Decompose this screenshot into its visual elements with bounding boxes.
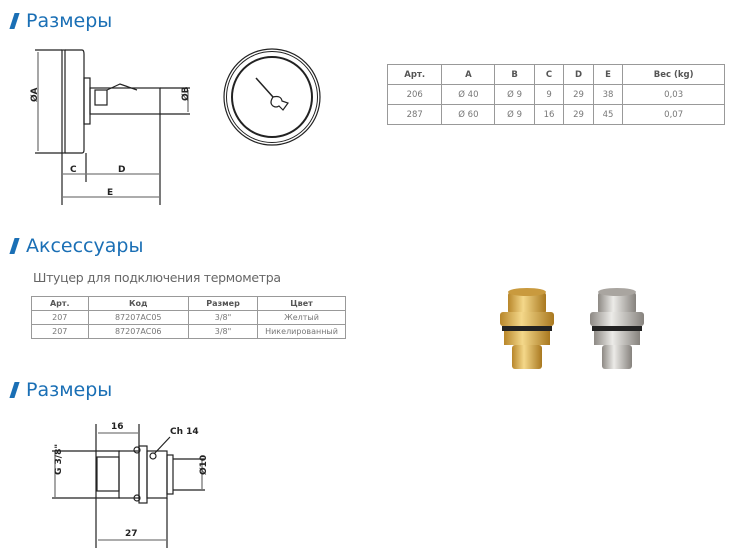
- accessory-subtitle: Штуцер для подключения термометра: [33, 270, 281, 285]
- col-a: A: [441, 64, 496, 85]
- label-dia-a: ØA: [29, 88, 40, 102]
- label-d: D: [118, 165, 125, 175]
- cell: Ø 9: [494, 104, 535, 125]
- cell: 207: [31, 324, 89, 339]
- heading-bar-icon: [9, 382, 20, 398]
- cell: 29: [563, 104, 594, 125]
- col-d: D: [563, 64, 594, 85]
- label-length-16: 16: [111, 422, 124, 432]
- dimensions-table: Арт. A B C D E Вес (kg) 206 Ø 40 Ø 9 9 2…: [386, 64, 725, 125]
- section-heading-accessories: Аксессуары: [9, 235, 144, 257]
- col-art: Арт.: [386, 64, 443, 85]
- table-row: 207 87207AC06 3/8" Никелированный: [31, 324, 346, 339]
- table-row: 206 Ø 40 Ø 9 9 29 38 0,03: [386, 84, 725, 105]
- col-art: Арт.: [31, 296, 89, 311]
- section-heading-dimensions-2: Размеры: [9, 379, 113, 401]
- section-heading-dimensions: Размеры: [9, 10, 113, 32]
- label-e: E: [107, 188, 113, 198]
- table-row: 287 Ø 60 Ø 9 16 29 45 0,07: [386, 104, 725, 125]
- label-dia-b: ØB: [180, 86, 191, 101]
- table-header-row: Арт. Код Размер Цвет: [31, 296, 346, 311]
- cell: 29: [563, 84, 594, 105]
- cell: 38: [592, 84, 624, 105]
- label-hex-ch14: Ch 14: [170, 427, 199, 437]
- cell: Желтый: [257, 310, 346, 325]
- label-length-27: 27: [125, 529, 138, 539]
- cell: Ø 9: [494, 84, 535, 105]
- brass-fitting-image: [500, 288, 554, 369]
- gauge-front-drawing: [223, 48, 321, 146]
- cell: Ø 40: [441, 84, 496, 105]
- heading-bar-icon: [9, 238, 20, 254]
- fitting-drawing: 16 Ch 14 G 3/8" Ø10 27: [52, 422, 209, 548]
- cell: 16: [533, 104, 565, 125]
- col-color: Цвет: [257, 296, 346, 311]
- label-dia-10: Ø10: [198, 455, 209, 475]
- col-e: E: [592, 64, 624, 85]
- heading-text: Размеры: [26, 379, 113, 401]
- label-c: C: [70, 165, 77, 175]
- cell: 0,03: [622, 84, 725, 105]
- cell: 207: [31, 310, 89, 325]
- heading-bar-icon: [9, 13, 20, 29]
- label-thread: G 3/8": [54, 444, 64, 475]
- col-c: C: [533, 64, 565, 85]
- cell: 287: [386, 104, 443, 125]
- heading-text: Размеры: [26, 10, 113, 32]
- cell: 206: [386, 84, 443, 105]
- cell: 3/8": [187, 310, 259, 325]
- table-row: 207 87207AC05 3/8" Желтый: [31, 310, 346, 325]
- cell: 45: [592, 104, 624, 125]
- heading-text: Аксессуары: [26, 235, 144, 257]
- product-photos: [500, 288, 644, 369]
- cell: 0,07: [622, 104, 725, 125]
- col-size: Размер: [187, 296, 259, 311]
- cell: Ø 60: [441, 104, 496, 125]
- col-code: Код: [87, 296, 189, 311]
- cell: Никелированный: [257, 324, 346, 339]
- cell: 87207AC06: [87, 324, 189, 339]
- col-b: B: [494, 64, 535, 85]
- col-weight: Вес (kg): [622, 64, 725, 85]
- cell: 9: [533, 84, 565, 105]
- gauge-side-drawing: ØA ØB C D E: [29, 49, 191, 205]
- table-header-row: Арт. A B C D E Вес (kg): [386, 64, 725, 85]
- cell: 3/8": [187, 324, 259, 339]
- accessories-table: Арт. Код Размер Цвет 207 87207AC05 3/8" …: [31, 296, 346, 339]
- nickel-fitting-image: [590, 288, 644, 369]
- cell: 87207AC05: [87, 310, 189, 325]
